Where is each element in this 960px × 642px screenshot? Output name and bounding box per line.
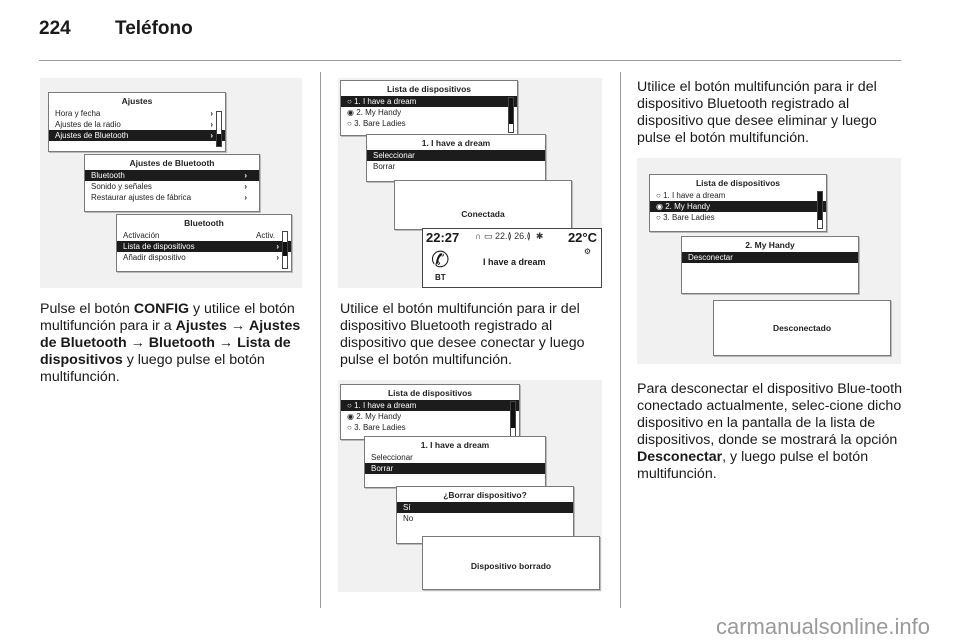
menu-title: Bluetooth [184, 218, 224, 228]
menu-title: Lista de dispositivos [386, 84, 472, 94]
device-list: Lista de dispositivos ○ 1. I have a drea… [340, 80, 518, 136]
device-item[interactable]: ○ 3. Bare Ladies [347, 423, 406, 432]
page-title: Teléfono [115, 18, 193, 39]
figure-connect-device: Lista de dispositivos ○ 1. I have a drea… [338, 78, 602, 288]
confirm-no[interactable]: No [403, 514, 414, 523]
header-divider [39, 60, 901, 61]
menu-item-selected[interactable]: Ajustes de Bluetooth› [49, 130, 225, 141]
menu-item[interactable]: Restaurar ajustes de fábrica› [91, 193, 247, 202]
menu-item[interactable]: Añadir dispositivo› [123, 253, 279, 262]
figure-settings-navigation: Ajustes Hora y fecha› Ajustes de la radi… [40, 78, 302, 288]
figure-delete-device: Lista de dispositivos ○ 1. I have a drea… [338, 380, 602, 592]
column-divider-2 [620, 72, 621, 608]
menu-item-selected[interactable]: Borrar [365, 463, 545, 474]
menu-title: Ajustes [121, 96, 153, 106]
device-menu: 2. My Handy Desconectar [681, 236, 859, 294]
device-item-selected[interactable]: ○ 1. I have a dream [341, 96, 517, 107]
scrollbar[interactable] [282, 231, 288, 269]
instruction-paragraph-1: Pulse el botón CONFIG y utilice el botón… [40, 301, 301, 385]
device-item-selected[interactable]: ○ 1. I have a dream [341, 400, 519, 411]
instruction-paragraph-4: Para desconectar el dispositivo Blue-too… [637, 381, 902, 482]
scrollbar[interactable] [817, 191, 823, 229]
menu-title: 1. I have a dream [421, 138, 491, 148]
activation-value: Activ. [256, 231, 275, 240]
menu-item[interactable]: Hora y fecha› [55, 109, 213, 118]
footer-watermark: carmanualsonline.info [715, 614, 930, 639]
scrollbar[interactable] [508, 97, 514, 133]
figure-disconnect-device: Lista de dispositivos ○ 1. I have a drea… [637, 158, 901, 364]
scrollbar[interactable] [216, 111, 222, 147]
status-window: Dispositivo borrado [422, 536, 600, 590]
device-item[interactable]: ◉ 2. My Handy [347, 108, 402, 117]
status-text: Dispositivo borrado [470, 561, 552, 571]
confirm-yes[interactable]: Sí [397, 502, 573, 513]
status-text: Conectada [461, 209, 505, 219]
instruction-paragraph-3: Utilice el botón multifunción para ir de… [637, 79, 877, 146]
status-window: Conectada [394, 180, 572, 230]
menu-item-selected[interactable]: Desconectar [682, 252, 858, 263]
clock: 22:27 [426, 230, 460, 245]
dialog-title: ¿Borrar dispositivo? [443, 490, 527, 500]
menu-title: 1. I have a dream [420, 440, 490, 450]
device-list: Lista de dispositivos ○ 1. I have a drea… [649, 174, 827, 232]
menu-ajustes-bluetooth: Ajustes de Bluetooth Bluetooth› Sonido y… [84, 154, 260, 212]
instruction-paragraph-2: Utilice el botón multifunción para ir de… [340, 301, 585, 368]
status-icons: ∩ ▭ 22.≬ 26.≬ ✱ [475, 231, 544, 241]
confirm-dialog: ¿Borrar dispositivo? Sí No [396, 486, 574, 544]
device-item[interactable]: ○ 1. I have a dream [656, 191, 726, 200]
menu-title: Lista de dispositivos [695, 178, 781, 188]
connected-device-name: I have a dream [483, 257, 546, 267]
phone-icon: ✆ [431, 247, 450, 272]
menu-item-selected[interactable]: Bluetooth› [85, 170, 259, 181]
device-item[interactable]: ○ 3. Bare Ladies [656, 213, 715, 222]
menu-item[interactable]: Sonido y señales› [91, 182, 247, 191]
device-item[interactable]: ○ 3. Bare Ladies [347, 119, 406, 128]
temperature: 22°C [567, 230, 597, 245]
device-menu: 1. I have a dream Seleccionar Borrar [366, 134, 546, 182]
menu-ajustes: Ajustes Hora y fecha› Ajustes de la radi… [48, 92, 226, 152]
page-number: 224 [39, 18, 71, 39]
page-header: 224 Teléfono [39, 18, 193, 40]
menu-item[interactable]: Ajustes de la radio› [55, 120, 213, 129]
column-divider-1 [320, 72, 321, 608]
status-window: Desconectado [713, 300, 891, 356]
menu-item[interactable]: Borrar [373, 162, 396, 171]
settings-icon: ⚙ [583, 247, 591, 256]
scrollbar[interactable] [510, 401, 516, 437]
menu-title: Lista de dispositivos [387, 388, 473, 398]
phone-status-screen: 22:27 ∩ ▭ 22.≬ 26.≬ ✱ 22°C ✆ ⚙ BT I have… [422, 228, 602, 288]
device-list: Lista de dispositivos ○ 1. I have a drea… [340, 384, 520, 440]
device-item-selected[interactable]: ◉ 2. My Handy [650, 201, 826, 212]
menu-item-selected[interactable]: Seleccionar [367, 150, 545, 161]
device-item[interactable]: ◉ 2. My Handy [347, 412, 402, 421]
status-text: Desconectado [772, 323, 832, 333]
menu-title: Ajustes de Bluetooth [129, 158, 215, 168]
bt-label: BT [435, 273, 446, 282]
device-menu: 1. I have a dream Seleccionar Borrar [364, 436, 546, 488]
menu-item[interactable]: Seleccionar [371, 453, 413, 462]
menu-item-selected[interactable]: Lista de dispositivos› [117, 241, 291, 252]
menu-title: 2. My Handy [745, 240, 795, 250]
